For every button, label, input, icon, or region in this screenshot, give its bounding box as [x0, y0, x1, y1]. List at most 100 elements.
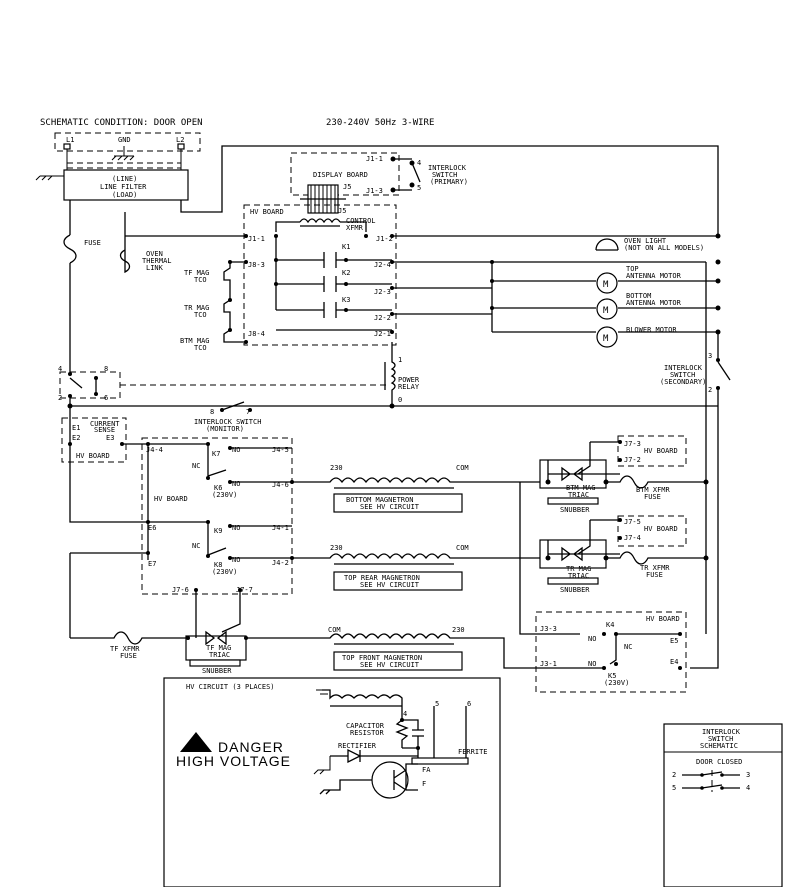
svg-text:J4-1: J4-1	[272, 524, 289, 532]
svg-text:J5: J5	[343, 183, 351, 191]
tf-mag-triac	[185, 635, 247, 661]
svg-text:TF MAG: TF MAG	[184, 269, 209, 277]
svg-text:F: F	[422, 780, 426, 788]
svg-text:230: 230	[330, 544, 343, 552]
svg-text:E3: E3	[106, 434, 114, 442]
bottom-antenna-motor	[596, 298, 618, 320]
svg-text:HV BOARD: HV BOARD	[644, 525, 678, 533]
door-switch-dashed	[59, 371, 390, 399]
supply-rating: 230-240V 50Hz 3-WIRE	[326, 118, 434, 128]
schematic-condition: SCHEMATIC CONDITION: DOOR OPEN	[40, 118, 203, 128]
hv-board-lower	[535, 611, 687, 693]
svg-text:2: 2	[708, 386, 712, 394]
svg-text:J7-6: J7-6	[172, 586, 189, 594]
rectifier-diode	[330, 748, 418, 764]
svg-text:COM: COM	[328, 626, 341, 634]
svg-text:5: 5	[435, 700, 439, 708]
svg-text:FUSE: FUSE	[646, 571, 663, 579]
line-filter	[63, 169, 189, 201]
svg-text:J7-7: J7-7	[236, 586, 253, 594]
svg-text:INTERLOCK: INTERLOCK	[702, 728, 741, 736]
svg-text:(230V): (230V)	[212, 568, 237, 576]
svg-text:SEE HV CIRCUIT: SEE HV CIRCUIT	[360, 581, 420, 589]
svg-text:THERMAL: THERMAL	[142, 257, 172, 265]
svg-text:J3-3: J3-3	[540, 625, 557, 633]
svg-text:LINK: LINK	[146, 264, 164, 272]
svg-text:(LINE): (LINE)	[112, 175, 137, 183]
svg-text:SCHEMATIC: SCHEMATIC	[700, 742, 738, 750]
svg-text:(NOT ON ALL MODELS): (NOT ON ALL MODELS)	[624, 244, 704, 252]
ferrite	[411, 757, 469, 765]
current-sense-board	[61, 417, 127, 463]
magnetron-tube	[371, 761, 409, 799]
hv-board-middle	[141, 437, 293, 595]
svg-text:3: 3	[746, 771, 750, 779]
svg-text:DOOR CLOSED: DOOR CLOSED	[696, 758, 742, 766]
svg-text:HV CIRCUIT (3 PLACES): HV CIRCUIT (3 PLACES)	[186, 683, 275, 691]
svg-text:NO: NO	[588, 635, 596, 643]
svg-text:HV BOARD: HV BOARD	[250, 208, 284, 216]
svg-text:TRIAC: TRIAC	[568, 572, 589, 580]
svg-text:NO: NO	[232, 446, 240, 454]
svg-text:SEE HV CIRCUIT: SEE HV CIRCUIT	[360, 661, 420, 669]
svg-text:4: 4	[403, 710, 407, 718]
tr-xfmr-fuse	[606, 551, 706, 565]
svg-text:(MONITOR): (MONITOR)	[206, 425, 244, 433]
danger-warning-icon	[180, 732, 212, 752]
svg-text:OVEN LIGHT: OVEN LIGHT	[624, 237, 667, 245]
svg-text:E2: E2	[72, 434, 80, 442]
hv-transformer	[322, 689, 403, 706]
svg-text:E6: E6	[148, 524, 156, 532]
svg-text:NO: NO	[588, 660, 596, 668]
svg-text:0: 0	[398, 396, 402, 404]
oven-thermal-link	[119, 212, 246, 274]
svg-text:FUSE: FUSE	[84, 239, 101, 247]
svg-text:COM: COM	[456, 464, 469, 472]
svg-text:J4-4: J4-4	[146, 446, 163, 454]
svg-text:4: 4	[746, 784, 750, 792]
svg-text:RECTIFIER: RECTIFIER	[338, 742, 377, 750]
svg-text:K4: K4	[606, 621, 614, 629]
svg-text:TF MAG: TF MAG	[206, 644, 231, 652]
svg-text:6: 6	[104, 394, 108, 402]
svg-text:TCO: TCO	[194, 276, 207, 284]
top-rear-magnetron-label	[333, 571, 463, 591]
svg-text:SENSE: SENSE	[94, 426, 115, 434]
svg-text:TR XFMR: TR XFMR	[640, 564, 670, 572]
terminal-l1: L1	[66, 136, 74, 144]
svg-text:(SECONDARY): (SECONDARY)	[660, 378, 706, 386]
svg-text:J2-4: J2-4	[374, 261, 391, 269]
svg-text:NO: NO	[232, 480, 240, 488]
svg-text:J2-2: J2-2	[374, 314, 391, 322]
hv-board-top	[243, 204, 397, 346]
primary-interlock-switch	[411, 162, 421, 183]
svg-text:J3-1: J3-1	[540, 660, 557, 668]
svg-text:K7: K7	[212, 450, 220, 458]
svg-text:SNUBBER: SNUBBER	[202, 667, 232, 675]
power-relay-coil	[390, 342, 396, 406]
svg-text:M: M	[603, 306, 609, 316]
svg-text:NO: NO	[232, 556, 240, 564]
top-front-magnetron-transformer	[246, 633, 536, 669]
svg-text:E1: E1	[72, 424, 80, 432]
control-transformer	[299, 218, 341, 224]
svg-text:230: 230	[452, 626, 465, 634]
svg-text:E7: E7	[148, 560, 156, 568]
svg-text:ANTENNA MOTOR: ANTENNA MOTOR	[626, 272, 682, 280]
svg-text:J4-2: J4-2	[272, 559, 289, 567]
terminal-l2-block	[177, 143, 185, 150]
l2-rail-top	[180, 145, 719, 236]
svg-text:J2-3: J2-3	[374, 288, 391, 296]
svg-text:K5: K5	[608, 672, 616, 680]
svg-text:SWITCH: SWITCH	[670, 371, 695, 379]
svg-text:OVEN: OVEN	[146, 250, 163, 258]
btm-xfmr-fuse	[606, 475, 706, 489]
line-input-dashed-box	[54, 132, 201, 152]
svg-text:TOP REAR MAGNETRON: TOP REAR MAGNETRON	[344, 574, 420, 582]
svg-text:XFMR: XFMR	[346, 224, 364, 232]
svg-text:POWER: POWER	[398, 376, 420, 384]
svg-text:230: 230	[330, 464, 343, 472]
display-board	[290, 152, 400, 196]
svg-text:HV BOARD: HV BOARD	[76, 452, 110, 460]
